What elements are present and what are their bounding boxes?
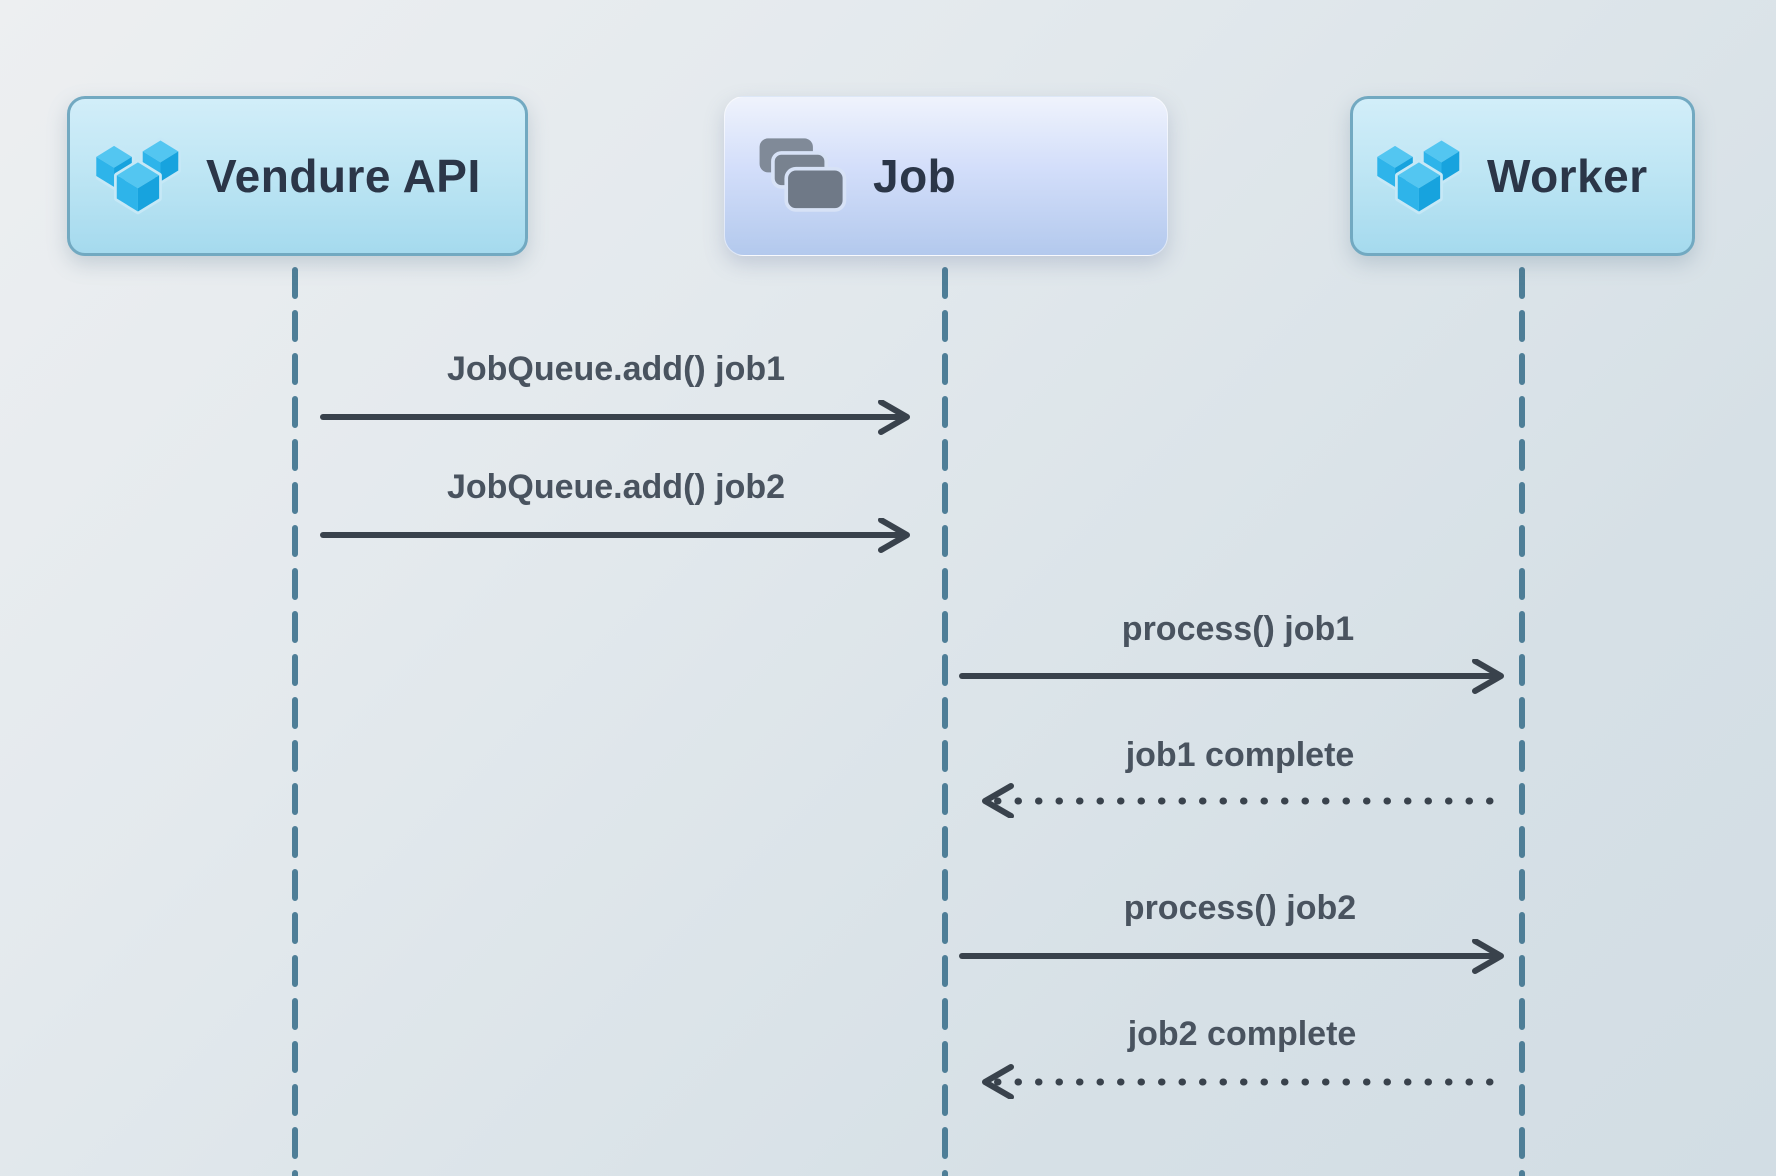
actor-job: Job xyxy=(724,96,1168,256)
actor-label-worker: Worker xyxy=(1487,150,1648,202)
message-label-job2-complete: job2 complete xyxy=(1127,1015,1357,1053)
vendure-logo-icon xyxy=(1377,135,1465,217)
stacked-cards-icon xyxy=(757,136,847,216)
actor-vendure-api: Vendure API xyxy=(67,96,528,256)
message-label-job1-complete: job1 complete xyxy=(1125,736,1355,774)
message-label-process-job2: process() job2 xyxy=(1123,889,1357,927)
message-label-jobqueue-add-job1: JobQueue.add() job1 xyxy=(446,350,786,388)
actor-worker: Worker xyxy=(1350,96,1695,256)
cube-front xyxy=(1395,159,1443,215)
message-label-process-job1: process() job1 xyxy=(1121,610,1355,648)
message-label-jobqueue-add-job2: JobQueue.add() job2 xyxy=(446,468,786,506)
cube-front xyxy=(114,159,162,215)
actor-label-vendure-api: Vendure API xyxy=(206,150,481,202)
vendure-logo-icon xyxy=(96,135,184,217)
actor-label-job: Job xyxy=(873,150,957,202)
